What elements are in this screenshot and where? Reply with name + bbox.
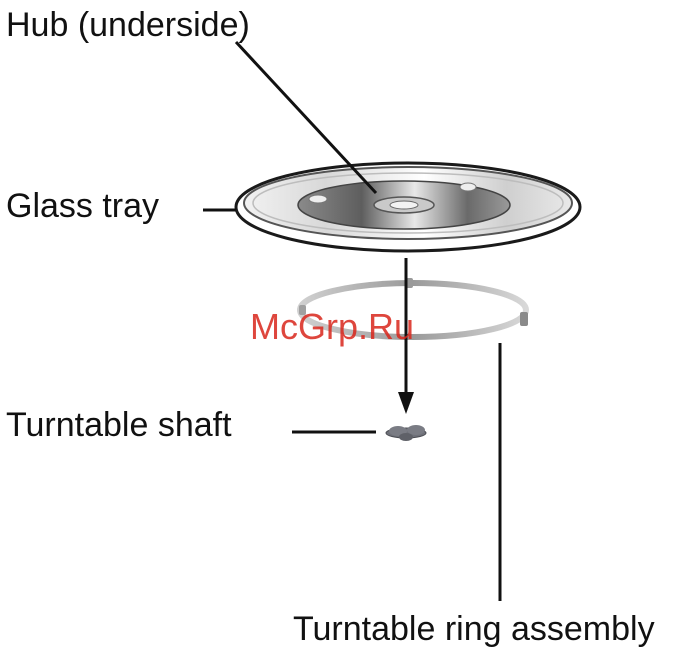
label-glass-tray: Glass tray: [6, 189, 159, 223]
hub: [298, 181, 510, 229]
watermark: McGrp.Ru: [250, 309, 414, 345]
label-turntable-ring: Turntable ring assembly: [293, 612, 655, 646]
label-turntable-shaft: Turntable shaft: [6, 408, 232, 442]
label-hub: Hub (underside): [6, 8, 250, 42]
turntable-shaft: [386, 425, 426, 441]
